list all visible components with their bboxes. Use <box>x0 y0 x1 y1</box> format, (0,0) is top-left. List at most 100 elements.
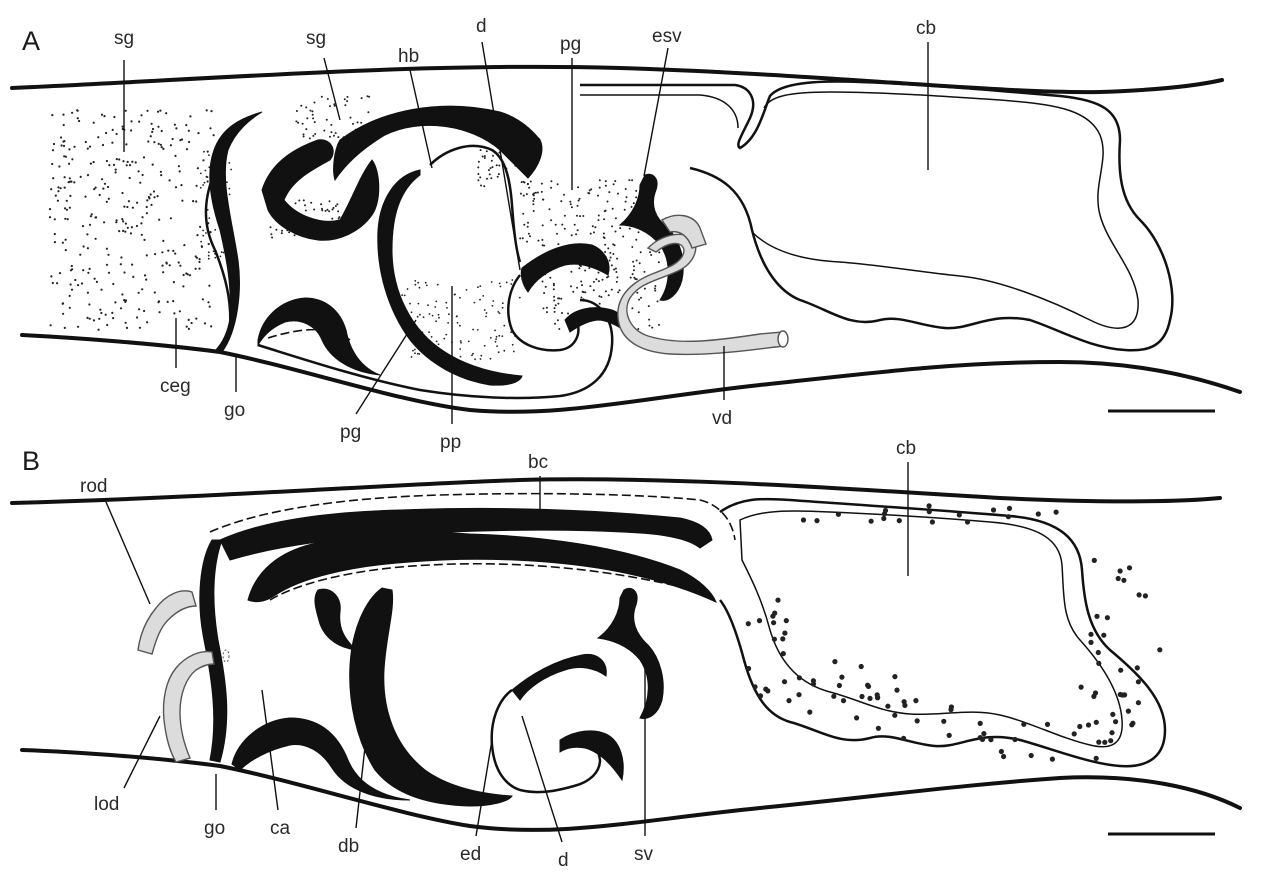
bursa-dot <box>1050 757 1055 762</box>
stipple-dot <box>296 110 298 112</box>
stipple-dot <box>619 289 621 291</box>
stipple-dot <box>162 240 164 242</box>
bursa-dot <box>991 507 996 512</box>
stipple-dot <box>223 252 225 254</box>
bursa-dot <box>901 736 906 741</box>
bursa-dot <box>892 674 897 679</box>
stipple-dot <box>100 312 102 314</box>
stipple-dot <box>113 164 115 166</box>
stipple-dot <box>89 224 91 226</box>
stipple-dot <box>69 195 71 197</box>
stipple-dot <box>414 280 416 282</box>
stipple-dot <box>116 219 118 221</box>
stipple-dot <box>213 134 215 136</box>
stipple-dot <box>612 243 614 245</box>
stipple-dot <box>527 183 529 185</box>
bursa-dot <box>1072 731 1077 736</box>
stipple-dot <box>172 300 174 302</box>
stipple-dot <box>338 218 340 220</box>
stipple-dot <box>583 291 585 293</box>
panel-b-label-lod: lod <box>94 794 119 815</box>
stipple-dot <box>63 145 65 147</box>
stipple-dot <box>580 265 582 267</box>
stipple-dot <box>321 209 323 211</box>
stipple-dot <box>658 251 660 253</box>
stipple-dot <box>100 289 102 291</box>
stipple-dot <box>616 276 618 278</box>
stipple-dot <box>331 218 333 220</box>
stipple-dot <box>460 356 462 358</box>
stipple-dot <box>57 200 59 202</box>
stipple-dot <box>78 120 80 122</box>
stipple-dot <box>312 135 314 137</box>
stipple-dot <box>650 254 652 256</box>
stipple-dot <box>502 302 504 304</box>
bursa-dot <box>1021 722 1026 727</box>
stipple-dot <box>195 318 197 320</box>
stipple-dot <box>167 250 169 252</box>
stipple-dot <box>367 111 369 113</box>
stipple-dot <box>418 303 420 305</box>
stipple-dot <box>183 244 185 246</box>
stipple-dot <box>333 103 335 105</box>
bursa-dot <box>930 519 935 524</box>
stipple-dot <box>654 290 656 292</box>
panel-b-lower-fold <box>560 731 623 780</box>
stipple-dot <box>208 255 210 257</box>
stipple-dot <box>49 208 51 210</box>
stipple-dot <box>200 173 202 175</box>
stipple-dot <box>187 273 189 275</box>
stipple-dot <box>479 176 481 178</box>
stipple-dot <box>153 190 155 192</box>
stipple-dot <box>523 195 525 197</box>
stipple-dot <box>612 208 614 210</box>
stipple-dot <box>63 124 65 126</box>
stipple-dot <box>185 124 187 126</box>
stipple-dot <box>191 322 193 324</box>
stipple-dot <box>74 279 76 281</box>
stipple-dot <box>126 164 128 166</box>
stipple-dot <box>337 210 339 212</box>
panel-a-label-esv: esv <box>652 26 682 47</box>
stipple-dot <box>208 243 210 245</box>
stipple-dot <box>64 176 66 178</box>
stipple-dot <box>582 215 584 217</box>
stipple-dot <box>427 304 429 306</box>
stipple-dot <box>312 114 314 116</box>
stipple-dot <box>357 121 359 123</box>
stipple-dot <box>477 286 479 288</box>
stipple-dot <box>511 279 513 281</box>
stipple-dot <box>98 329 100 331</box>
stipple-dot <box>553 296 555 298</box>
stipple-dot <box>150 204 152 206</box>
stipple-dot <box>496 336 498 338</box>
bursa-dot <box>1120 692 1125 697</box>
panel-a-label-hb: hb <box>398 46 419 67</box>
stipple-dot <box>130 120 132 122</box>
stipple-dot <box>180 184 182 186</box>
panel-b-bursa-dots <box>746 503 1163 761</box>
stipple-dot <box>649 251 651 253</box>
bursa-dot <box>1029 753 1034 758</box>
stipple-dot <box>129 177 131 179</box>
bursa-dot <box>1109 730 1114 735</box>
stipple-dot <box>139 182 141 184</box>
stipple-dot <box>115 171 117 173</box>
bursa-dot <box>770 614 775 619</box>
bursa-dot <box>1110 712 1115 717</box>
stipple-dot <box>557 183 559 185</box>
stipple-dot <box>419 287 421 289</box>
stipple-dot <box>210 110 212 112</box>
stipple-dot <box>62 114 64 116</box>
stipple-dot <box>170 144 172 146</box>
stipple-dot <box>489 173 491 175</box>
stipple-dot <box>468 341 470 343</box>
stipple-dot <box>77 117 79 119</box>
stipple-dot <box>598 280 600 282</box>
stipple-dot <box>438 343 440 345</box>
bursa-dot <box>882 511 887 516</box>
stipple-dot <box>52 177 54 179</box>
stipple-dot <box>479 285 481 287</box>
stipple-dot <box>558 328 560 330</box>
